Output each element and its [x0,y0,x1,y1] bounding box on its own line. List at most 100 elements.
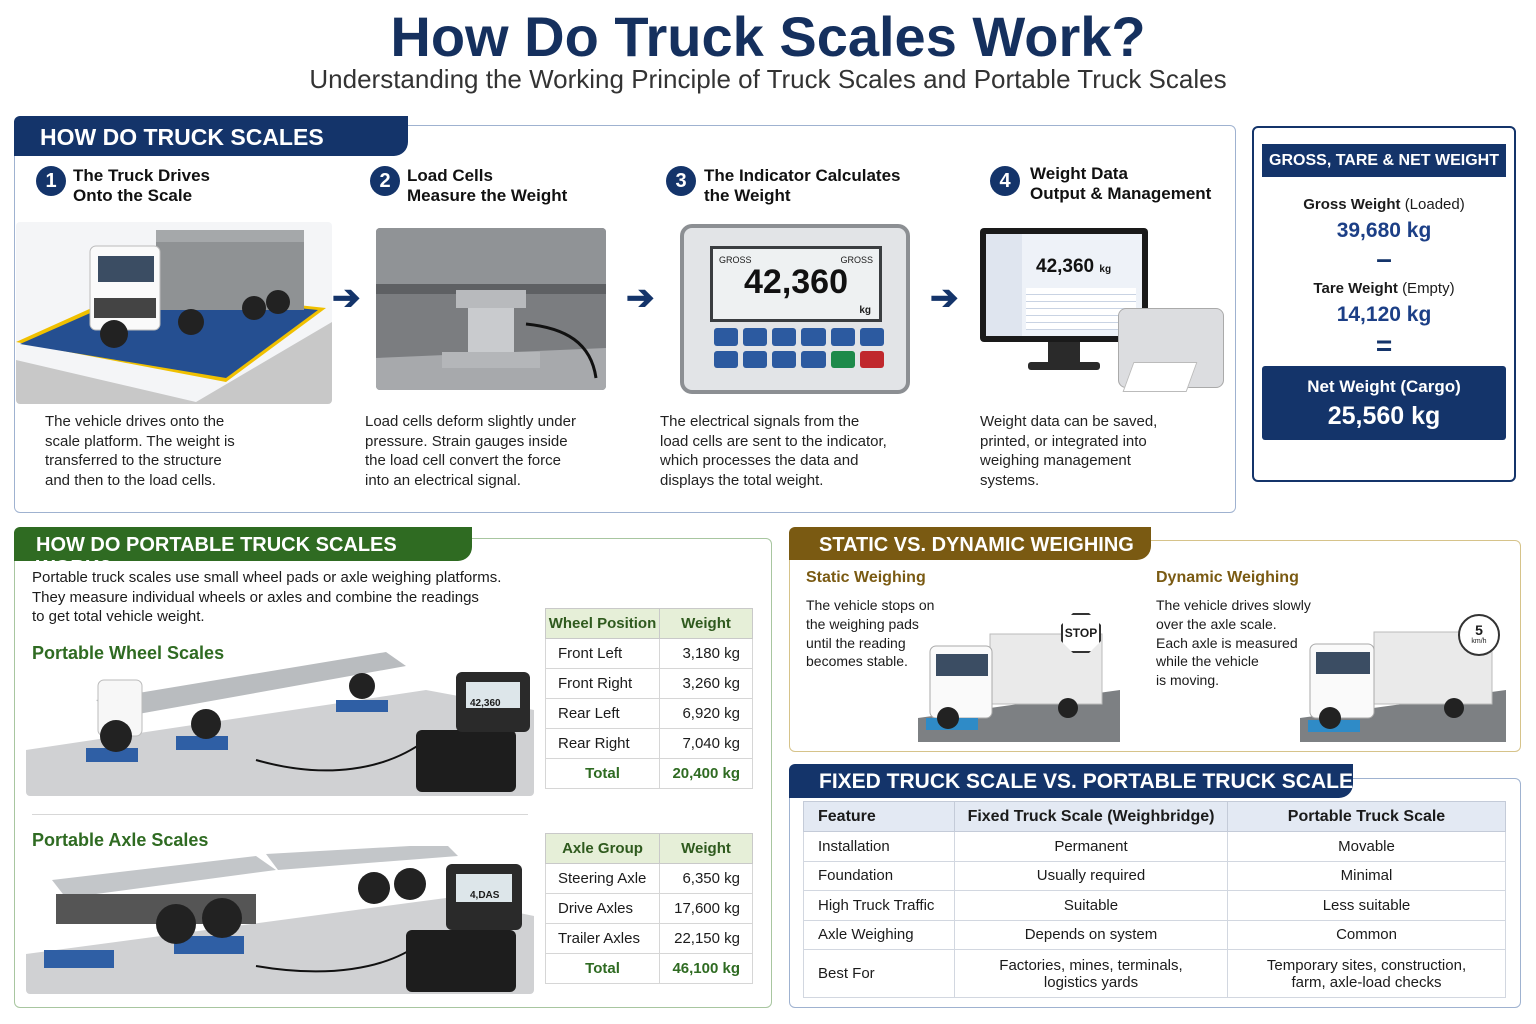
table-header-cell: Fixed Truck Scale (Weighbridge) [954,801,1228,832]
table-header-row: Feature Fixed Truck Scale (Weighbridge) … [803,801,1506,832]
right-arrow-icon: ➔ [930,279,959,317]
table-header-row: Wheel Position Weight [545,608,753,639]
portable-intro: Portable truck scales use small wheel pa… [32,569,502,625]
step-1-number: 1 [36,166,66,196]
keypad-key[interactable] [801,328,826,346]
step-3-description: The electrical signals from the load cel… [660,413,887,489]
indicator-right-label: GROSS [840,255,873,265]
right-arrow-icon: ➔ [332,279,361,317]
page-title: How Do Truck Scales Work? [390,5,1146,68]
step-4-title: Weight Data Output & Management [1030,164,1212,203]
step-4-description: Weight data can be saved, printed, or in… [980,413,1158,489]
static-truck-image [918,620,1120,742]
weighing-indicator-device: GROSS GROSS 42,360 kg [680,224,910,394]
gross-weight-label: Gross Weight (Loaded) [1303,196,1465,213]
how-header: HOW DO TRUCK SCALES WORK? [14,116,408,177]
data-table-preview [1026,288,1136,330]
minus-sign: – [1376,243,1392,274]
load-cell-image [376,228,606,390]
stop-sign-icon: STOP [1061,613,1101,653]
indicator-display: GROSS GROSS 42,360 kg [710,246,882,322]
computer-monitor: 42,360 kg [980,228,1148,342]
monitor-stand [1048,342,1080,364]
keypad-key[interactable] [714,328,739,346]
step-2-description: Load cells deform slightly under pressur… [365,413,576,489]
speed-limit-icon: 5 km/h [1458,614,1500,656]
table-header-cell: Weight [659,608,753,639]
keypad-key[interactable] [772,328,797,346]
compare-header: FIXED TRUCK SCALE VS. PORTABLE TRUCK SCA… [789,764,1353,798]
indicator-unit: kg [859,305,871,316]
table-header-cell: Wheel Position [545,608,660,639]
table-row: Best For Factories, mines, terminals,log… [803,949,1506,998]
net-weight-label: Net Weight (Cargo) [1307,377,1461,396]
indicator-keypad [714,328,884,368]
table-header-cell: Axle Group [545,833,660,864]
keypad-key[interactable] [801,350,826,368]
portable-axle-scale-image [26,846,534,994]
keypad-key[interactable] [743,350,768,368]
portable-header: HOW DO PORTABLE TRUCK SCALES WORK? [14,527,472,579]
static-weighing-desc: The vehicle stops on the weighing pads u… [806,597,935,670]
table-header-cell: Weight [659,833,753,864]
right-arrow-icon: ➔ [626,279,655,317]
monitor-reading: 42,360 kg [1036,256,1112,277]
keypad-key[interactable] [714,350,739,368]
step-1-title: The Truck Drives Onto the Scale [73,166,211,205]
wheel-scales-title: Portable Wheel Scales [32,643,225,663]
portable-wheel-scale-image [26,630,534,796]
software-sidebar [986,234,1022,336]
step-1-description: The vehicle drives onto the scale platfo… [45,413,235,489]
keypad-key[interactable] [859,328,884,346]
page-subtitle: Understanding the Working Principle of T… [309,64,1227,94]
axle-scales-title: Portable Axle Scales [32,830,209,850]
portable-divider [32,814,528,815]
tare-weight-value: 14,120 kg [1336,303,1432,326]
printer-paper [1122,362,1198,392]
keypad-key[interactable] [772,350,797,368]
dynamic-truck-image [1300,622,1506,742]
keypad-key[interactable] [743,328,768,346]
static-weighing-title: Static Weighing [806,569,926,586]
step-4-number: 4 [990,166,1020,196]
table-header-row: Axle Group Weight [545,833,753,864]
net-weight-box: Net Weight (Cargo) 25,560 kg [1262,366,1506,440]
keypad-key-red[interactable] [859,350,884,368]
step-2-number: 2 [370,166,400,196]
step-2-title: Load Cells Measure the Weight [407,166,568,205]
comparison-table: Feature Fixed Truck Scale (Weighbridge) … [803,801,1506,998]
dynamic-weighing-title: Dynamic Weighing [1156,569,1299,586]
tare-weight-label: Tare Weight (Empty) [1313,280,1455,297]
step-3-number: 3 [666,166,696,196]
wheel-indicator-reading: 42,360 [470,698,501,709]
keypad-key-green[interactable] [830,350,855,368]
gtn-header: GROSS, TARE & NET WEIGHT [1262,144,1506,177]
monitor-base [1028,362,1100,370]
dynamic-weighing-desc: The vehicle drives slowly over the axle … [1156,597,1311,689]
net-weight-value: 25,560 kg [1327,402,1441,430]
keypad-key[interactable] [830,328,855,346]
indicator-reading: 42,360 [744,263,848,301]
static-dynamic-header: STATIC VS. DYNAMIC WEIGHING [789,527,1151,560]
indicator-left-label: GROSS [719,255,752,265]
table-header-cell: Feature [803,801,955,832]
equals-sign: = [1375,330,1393,361]
step-3-title: The Indicator Calculates the Weight [704,166,901,205]
gross-weight-value: 39,680 kg [1336,219,1432,242]
table-header-cell: Portable Truck Scale [1227,801,1506,832]
